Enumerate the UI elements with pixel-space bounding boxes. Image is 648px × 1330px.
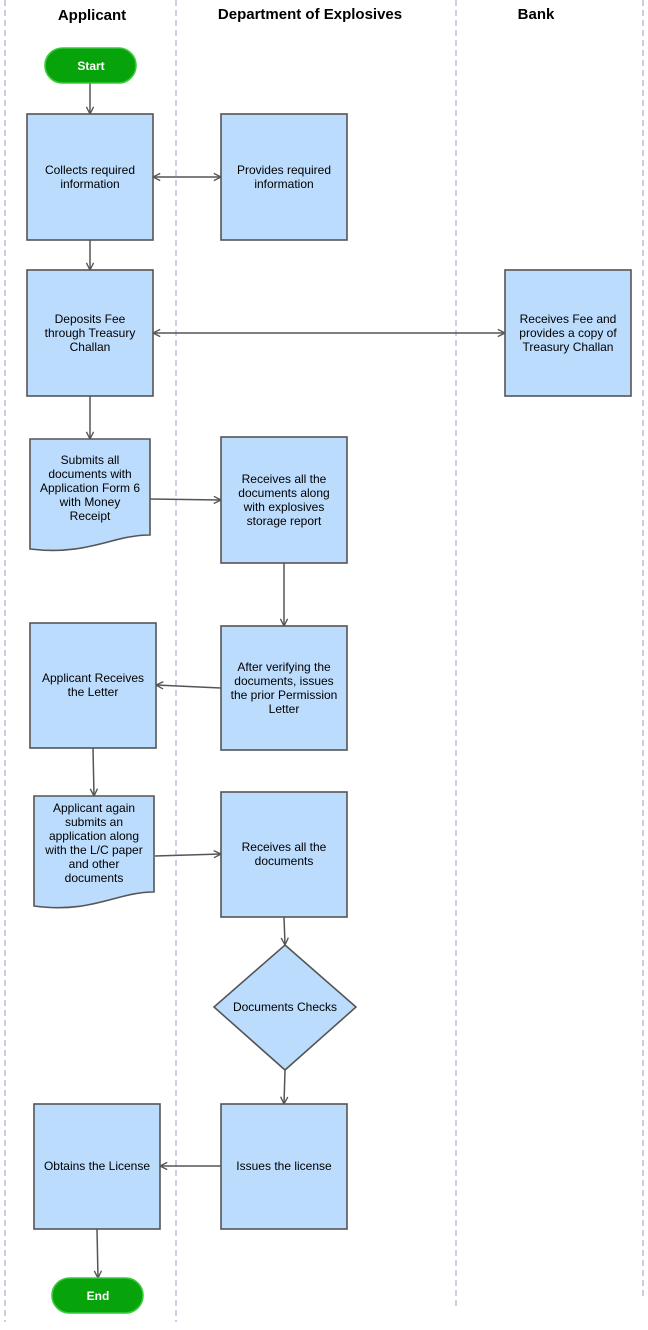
node-label-line: documents along bbox=[238, 486, 329, 500]
node-label-line: with the L/C paper bbox=[44, 843, 142, 857]
node-label-line: Deposits Fee bbox=[55, 312, 126, 326]
node-label-line: Obtains the License bbox=[44, 1159, 150, 1173]
node-label-line: submits an bbox=[65, 815, 123, 829]
node-label-line: Issues the license bbox=[236, 1159, 332, 1173]
node-label-line: Applicant Receives bbox=[42, 671, 144, 685]
node-label-line: with Money bbox=[59, 495, 121, 509]
node-label-line: After verifying the bbox=[237, 660, 331, 674]
edge-receives-all-checks bbox=[284, 916, 285, 945]
edge-obtains-end bbox=[97, 1228, 98, 1278]
lane-title-applicant: Applicant bbox=[58, 7, 126, 24]
node-label-line: with explosives bbox=[243, 500, 325, 514]
node-label-line: Application Form 6 bbox=[40, 481, 140, 495]
node-label-line: Documents Checks bbox=[233, 1000, 337, 1014]
edge-resubmit-receives-all bbox=[154, 854, 221, 856]
node-label-line: Receives all the bbox=[242, 840, 327, 854]
node-label-line: documents bbox=[255, 854, 314, 868]
node-label-line: Submits all bbox=[61, 453, 120, 467]
lane-title-bank: Bank bbox=[518, 6, 555, 23]
start-label: Start bbox=[77, 59, 104, 73]
edge-submits-receives bbox=[149, 499, 221, 500]
node-label-line: Receives Fee and bbox=[520, 312, 617, 326]
node-label-line: and other bbox=[69, 857, 120, 871]
process-obtains-license: Obtains the License bbox=[33, 1103, 161, 1230]
end-terminal: End bbox=[51, 1277, 144, 1314]
node-label-line: provides a copy of bbox=[519, 326, 617, 340]
node-label-line: storage report bbox=[247, 514, 322, 528]
node-label-line: through Treasury bbox=[45, 326, 136, 340]
node-label-line: documents bbox=[65, 871, 124, 885]
node-label-line: the prior Permission bbox=[231, 688, 338, 702]
node-label-line: Collects required bbox=[45, 163, 135, 177]
node-label: Documents Checks bbox=[233, 1000, 337, 1014]
node-label-line: Treasury Challan bbox=[523, 340, 614, 354]
node-label-line: the Letter bbox=[68, 685, 119, 699]
swimlane-dividers bbox=[4, 0, 644, 1322]
edge-verify-letter bbox=[156, 685, 222, 688]
node-label: Obtains the License bbox=[44, 1159, 150, 1173]
node-label-line: Challan bbox=[70, 340, 111, 354]
edge-letter-resubmit bbox=[93, 747, 94, 796]
node-label-line: documents with bbox=[48, 467, 131, 481]
edge-checks-issues bbox=[284, 1069, 285, 1104]
node-label-line: Receives all the bbox=[242, 472, 327, 486]
start-terminal: Start bbox=[44, 47, 137, 84]
node-label-line: application along bbox=[49, 829, 139, 843]
node-label-line: documents, issues bbox=[234, 674, 333, 688]
end-label: End bbox=[87, 1289, 110, 1303]
node-label-line: Applicant again bbox=[53, 801, 135, 815]
process-issues-license: Issues the license bbox=[220, 1103, 348, 1230]
node-label-line: information bbox=[60, 177, 119, 191]
decision-documents-checks: Documents Checks bbox=[212, 943, 358, 1072]
node-label-line: Receipt bbox=[70, 509, 111, 523]
node-label-line: Provides required bbox=[237, 163, 331, 177]
node-label-line: Letter bbox=[269, 702, 300, 716]
node-label-line: information bbox=[254, 177, 313, 191]
lane-title-department: Department of Explosives bbox=[218, 6, 402, 23]
connectors bbox=[90, 83, 505, 1278]
node-label: Issues the license bbox=[236, 1159, 332, 1173]
